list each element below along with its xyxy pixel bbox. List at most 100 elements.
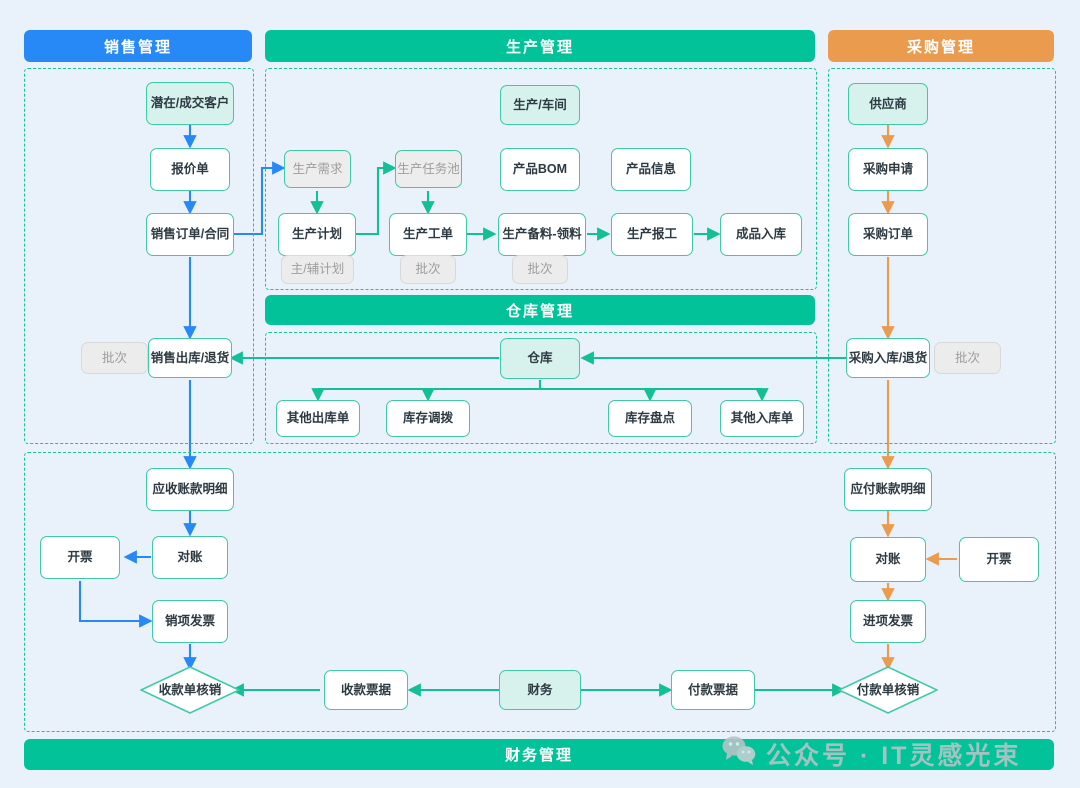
- group-purchase-upper: [828, 68, 1056, 444]
- node-production-prepare-material[interactable]: 生产备料-领料: [498, 213, 586, 256]
- diamond-shape-icon: [140, 666, 240, 714]
- node-input-invoice[interactable]: 进项发票: [850, 600, 926, 643]
- group-warehouse: [265, 332, 817, 444]
- node-purchase-request[interactable]: 采购申请: [848, 148, 928, 191]
- node-label: 生产任务池: [397, 161, 460, 176]
- chip-label: 批次: [527, 262, 553, 276]
- node-ar-reconciliation[interactable]: 对账: [152, 536, 228, 579]
- node-label: 生产计划: [291, 227, 342, 241]
- node-label: 成品入库: [735, 227, 786, 241]
- banner-purchase-label: 采购管理: [906, 38, 975, 56]
- banner-sales-label: 销售管理: [103, 38, 172, 56]
- watermark: 公众号 · IT灵感光束: [722, 735, 1021, 772]
- node-label: 销项发票: [164, 614, 215, 628]
- node-label: 供应商: [869, 96, 907, 111]
- node-label: 库存盘点: [624, 411, 675, 425]
- node-label: 库存调拨: [402, 411, 453, 425]
- node-production-work-order[interactable]: 生产工单: [389, 213, 467, 256]
- node-label: 付款票据: [687, 682, 738, 697]
- chip-label: 主/辅计划: [290, 262, 345, 276]
- node-ap-writeoff[interactable]: 付款单核销: [838, 666, 938, 714]
- node-other-inbound[interactable]: 其他入库单: [720, 400, 804, 437]
- node-label: 财务: [527, 682, 553, 697]
- node-production-plan[interactable]: 生产计划: [278, 213, 356, 256]
- node-sales-order[interactable]: 销售订单/合同: [146, 213, 234, 256]
- node-ar-detail[interactable]: 应收账款明细: [146, 468, 234, 511]
- chip-label: 批次: [415, 262, 441, 276]
- node-finance-center[interactable]: 财务: [499, 670, 581, 710]
- node-label: 产品信息: [625, 162, 676, 176]
- node-label: 销售出库/退货: [150, 350, 230, 365]
- group-sales-upper: [24, 68, 254, 444]
- node-ap-issue-invoice-button[interactable]: 开票: [959, 537, 1039, 582]
- banner-production: 生产管理: [265, 30, 815, 62]
- node-label: 开票: [986, 552, 1012, 566]
- node-label: 销售订单/合同: [150, 227, 230, 241]
- node-payment-document[interactable]: 付款票据: [671, 670, 755, 710]
- node-purchase-order[interactable]: 采购订单: [848, 213, 928, 256]
- node-supplier[interactable]: 供应商: [848, 83, 928, 125]
- node-purchase-in[interactable]: 采购入库/退货: [846, 338, 930, 378]
- node-finished-goods-in[interactable]: 成品入库: [720, 213, 802, 256]
- node-production-workshop[interactable]: 生产/车间: [500, 85, 580, 125]
- node-label: 进项发票: [862, 614, 913, 628]
- node-sales-out[interactable]: 销售出库/退货: [148, 338, 232, 378]
- node-sales-invoice[interactable]: 销项发票: [152, 600, 228, 643]
- node-label: 其他出库单: [286, 411, 350, 425]
- wechat-icon: [722, 735, 756, 772]
- node-label: 应付账款明细: [850, 482, 926, 496]
- chip-label: 批次: [954, 350, 980, 365]
- chip-work-order-batch[interactable]: 批次: [400, 255, 456, 284]
- node-label: 其他入库单: [730, 411, 794, 425]
- node-label: 应收账款明细: [152, 482, 228, 496]
- node-label: 收款票据: [340, 682, 391, 697]
- node-production-report[interactable]: 生产报工: [611, 213, 693, 256]
- node-label: 对账: [177, 550, 203, 564]
- node-label: 生产备料-领料: [502, 227, 582, 241]
- node-label: 采购入库/退货: [848, 350, 928, 365]
- node-label: 报价单: [171, 162, 209, 176]
- node-label: 采购申请: [862, 162, 913, 176]
- banner-sales: 销售管理: [24, 30, 252, 62]
- chip-prepare-material-batch[interactable]: 批次: [512, 255, 568, 284]
- chip-sales-out-batch[interactable]: 批次: [81, 342, 148, 374]
- node-ar-writeoff[interactable]: 收款单核销: [140, 666, 240, 714]
- node-label: 采购订单: [862, 227, 913, 241]
- node-product-info[interactable]: 产品信息: [611, 148, 691, 191]
- chip-label: 批次: [101, 350, 127, 365]
- node-sales-quote[interactable]: 报价单: [150, 148, 230, 191]
- node-label: 生产工单: [402, 227, 453, 241]
- node-inventory-transfer[interactable]: 库存调拨: [386, 400, 470, 437]
- node-product-bom[interactable]: 产品BOM: [500, 148, 580, 191]
- node-label: 开票: [67, 550, 93, 564]
- banner-production-label: 生产管理: [505, 38, 574, 56]
- chip-production-plan-type[interactable]: 主/辅计划: [281, 255, 354, 284]
- node-ap-reconciliation[interactable]: 对账: [850, 537, 926, 582]
- node-label: 潜在/成交客户: [150, 96, 230, 110]
- diamond-shape-icon: [838, 666, 938, 714]
- node-production-task-pool[interactable]: 生产任务池: [395, 150, 462, 188]
- node-label: 仓库: [527, 351, 553, 365]
- node-inventory-stocktake[interactable]: 库存盘点: [608, 400, 692, 437]
- banner-finance: 财务管理: [24, 739, 1054, 770]
- node-label: 付款单核销: [856, 682, 920, 697]
- node-other-outbound[interactable]: 其他出库单: [276, 400, 360, 437]
- node-warehouse[interactable]: 仓库: [500, 338, 580, 379]
- node-label: 产品BOM: [512, 162, 568, 176]
- node-label: 生产需求: [292, 161, 343, 176]
- node-label: 生产报工: [626, 227, 677, 241]
- banner-finance-label: 财务管理: [504, 747, 573, 764]
- node-production-demand[interactable]: 生产需求: [284, 150, 351, 188]
- node-ap-detail[interactable]: 应付账款明细: [844, 468, 932, 511]
- node-ar-issue-invoice-button[interactable]: 开票: [40, 536, 120, 579]
- banner-warehouse: 仓库管理: [265, 295, 815, 325]
- node-label: 生产/车间: [513, 97, 567, 112]
- banner-warehouse-label: 仓库管理: [505, 302, 574, 320]
- group-finance: [24, 452, 1056, 732]
- watermark-text: 公众号 · IT灵感光束: [766, 741, 1022, 770]
- banner-purchase: 采购管理: [828, 30, 1054, 62]
- node-sales-customer[interactable]: 潜在/成交客户: [146, 82, 234, 125]
- chip-purchase-in-batch[interactable]: 批次: [934, 342, 1001, 374]
- node-receipt-document[interactable]: 收款票据: [324, 670, 408, 710]
